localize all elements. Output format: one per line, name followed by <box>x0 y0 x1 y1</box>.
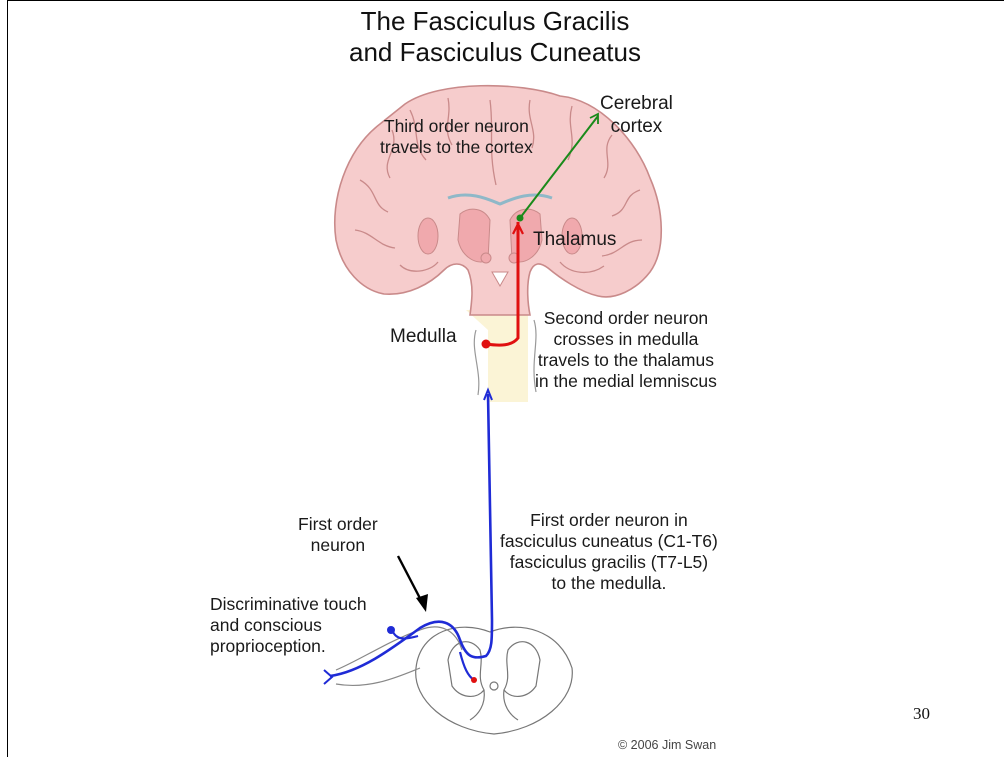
first-order-synapse <box>471 677 477 683</box>
page-number: 30 <box>913 704 930 724</box>
label-medulla: Medulla <box>390 325 457 348</box>
first-order-entry-arrow <box>324 670 332 684</box>
title-line-1: The Fasciculus Gracilis <box>300 6 690 37</box>
label-third-order-neuron: Third order neuron travels to the cortex <box>380 116 533 158</box>
third-order-cell-body <box>517 215 524 222</box>
copyright-notice: © 2006 Jim Swan <box>618 738 716 752</box>
label-first-order-path: First order neuron in fasciculus cuneatu… <box>500 510 718 594</box>
second-order-cell-body <box>482 340 491 349</box>
slide-title: The Fasciculus Gracilis and Fasciculus C… <box>300 6 690 68</box>
label-thalamus: Thalamus <box>533 228 616 251</box>
label-first-order-neuron: First order neuron <box>298 514 378 556</box>
medulla-outline <box>474 330 479 395</box>
pointer-arrowhead <box>416 594 428 612</box>
label-second-order-neuron: Second order neuron crosses in medulla t… <box>535 308 717 392</box>
brainstem-column <box>488 310 528 402</box>
spinal-cord-section <box>416 627 573 734</box>
first-order-cell-body <box>387 626 395 634</box>
label-sensation: Discriminative touch and conscious propr… <box>210 594 367 657</box>
title-line-2: and Fasciculus Cuneatus <box>300 37 690 68</box>
label-cerebral-cortex: Cerebral cortex <box>600 92 673 138</box>
